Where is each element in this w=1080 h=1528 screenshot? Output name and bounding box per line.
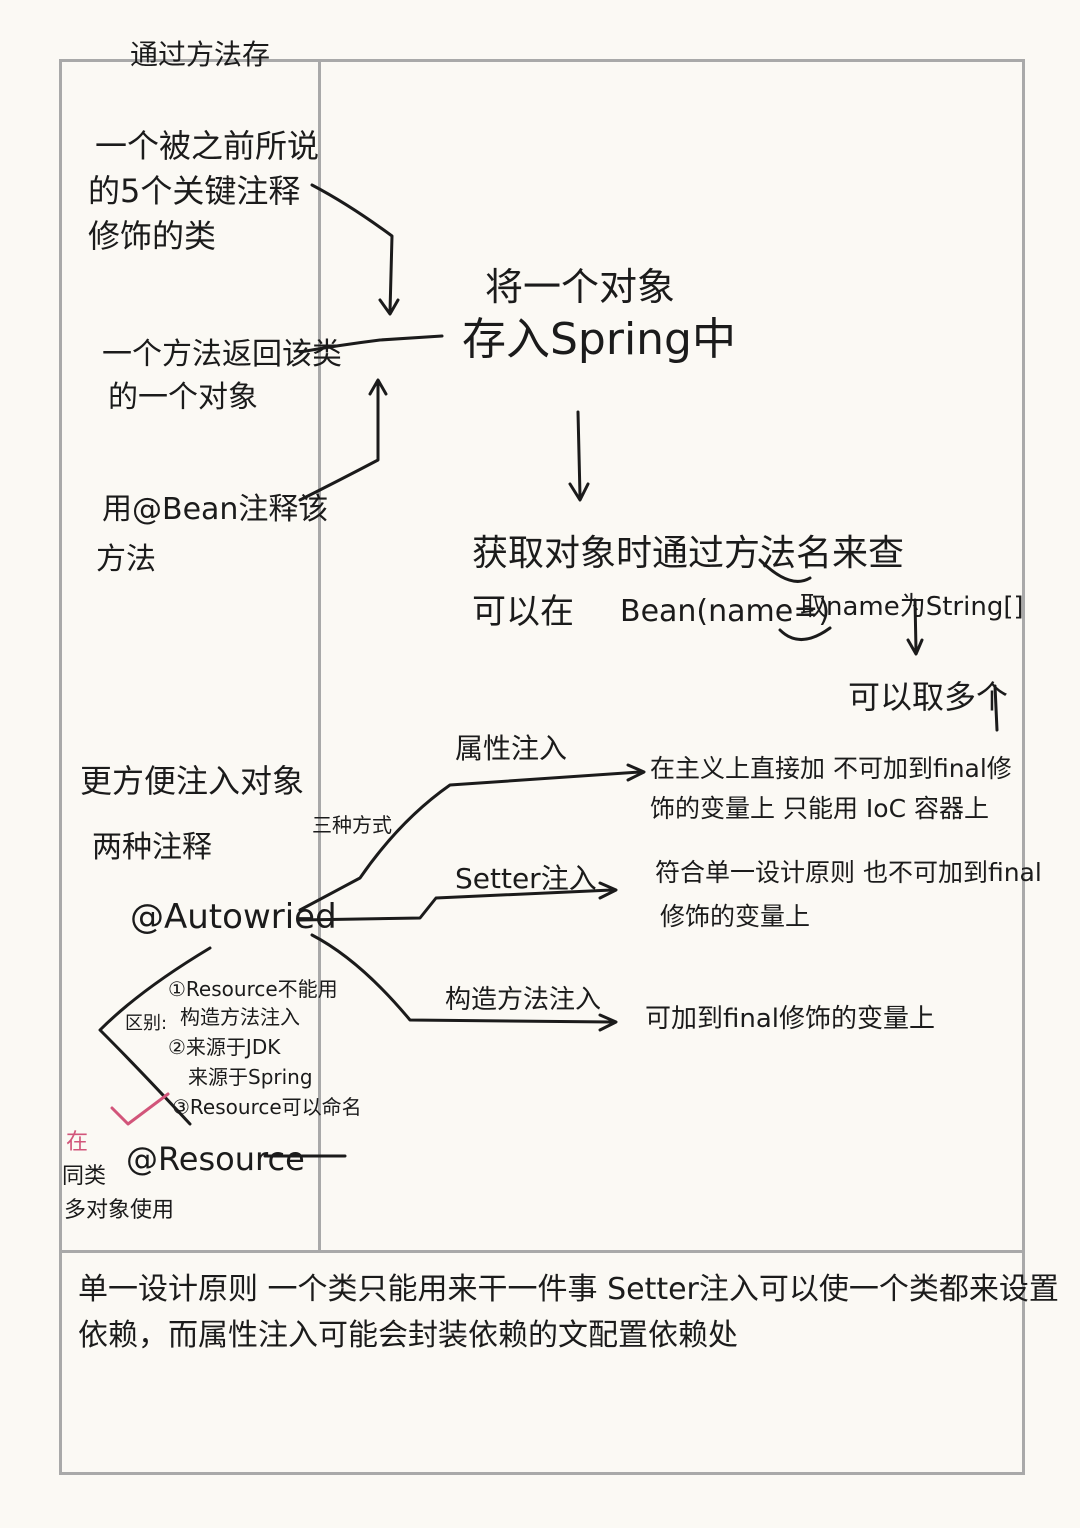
arrowhead-property (626, 763, 646, 782)
arrowhead-up-1 (368, 378, 388, 396)
autowired-label: @Autowried (130, 897, 337, 937)
diff-item1b: 构造方法注入 (180, 1005, 300, 1029)
arrowhead-down-3 (906, 638, 924, 656)
pink-note-line1: 同类 (62, 1164, 107, 1189)
left-top-line1: 一个被之前所说 (95, 127, 320, 165)
left-top-line2: 的5个关键注释 (88, 172, 301, 210)
get-object-line2b: Bean(name=) (620, 594, 831, 629)
left-bean-line2: 方法 (96, 542, 156, 577)
ctor-label: 构造方法注入 (445, 985, 602, 1015)
line-name-curve (758, 558, 832, 641)
arrowhead-down-1 (378, 298, 400, 316)
setter-label: Setter注入 (455, 862, 597, 895)
diff-label: 区别: (125, 1013, 168, 1034)
arrow-to-multi (913, 598, 918, 652)
arrow-from-class (310, 183, 394, 314)
left-bean-line1: 用@Bean注释该 (102, 492, 329, 527)
branch-setter (298, 888, 614, 922)
property-note-1: 在主义上直接加 不可加到final修 (650, 754, 1012, 783)
resource-label: @Resource (126, 1140, 305, 1178)
diff-bracket (98, 946, 212, 1126)
bottom-frame (59, 1250, 1025, 1475)
pink-check (110, 1092, 170, 1126)
pink-note-line2: 多对象使用 (64, 1198, 175, 1223)
three-methods: 三种方式 (312, 813, 392, 837)
setter-note-2: 修饰的变量上 (660, 902, 811, 931)
center-line2: 存入Spring中 (462, 314, 736, 365)
arrowhead-ctor (598, 1013, 618, 1032)
pink-mark: 在 (66, 1130, 89, 1155)
diff-item2: ②来源于JDK (168, 1035, 281, 1059)
diff-item1: ①Resource不能用 (168, 977, 338, 1001)
arrowhead-down-2 (568, 482, 590, 502)
line-from-method (298, 334, 444, 354)
arrow-from-bean (298, 380, 380, 502)
two-annotations: 两种注释 (92, 830, 212, 865)
property-note-2: 饰的变量上 只能用 IoC 容器上 (650, 794, 989, 823)
heading-text: 通过方法存 (130, 38, 271, 71)
bottom-line2: 依赖，而属性注入可能会封装依赖的文配置依赖处 (78, 1318, 738, 1353)
diff-item2b: 来源于Spring (188, 1065, 313, 1089)
left-mid-line2: 的一个对象 (108, 380, 258, 415)
left-mid-line1: 一个方法返回该类 (102, 337, 342, 372)
get-object-line2a: 可以在 (472, 592, 574, 632)
setter-note-1: 符合单一设计原则 也不可加到final (655, 858, 1042, 887)
diff-item3: ③Resource可以命名 (172, 1095, 362, 1119)
property-label: 属性注入 (455, 732, 568, 765)
center-line1: 将一个对象 (485, 265, 676, 309)
line-multi (993, 684, 999, 732)
inject-title: 更方便注入对象 (80, 762, 305, 800)
branch-ctor (310, 933, 614, 1024)
ctor-note: 可加到final修饰的变量上 (645, 1004, 936, 1034)
arrowhead-setter (598, 881, 618, 900)
get-object-line1: 获取对象时通过方法名来查 (472, 533, 905, 574)
arrow-center-down (576, 410, 582, 498)
left-top-line3: 修饰的类 (88, 217, 217, 255)
get-object-line2c: 取name为String[] (800, 592, 1024, 622)
multi-text: 可以取多个 (848, 678, 1009, 716)
branch-property (298, 770, 642, 912)
bottom-line1: 单一设计原则 一个类只能用来干一件事 Setter注入可以使一个类都来设置 (78, 1272, 1059, 1307)
